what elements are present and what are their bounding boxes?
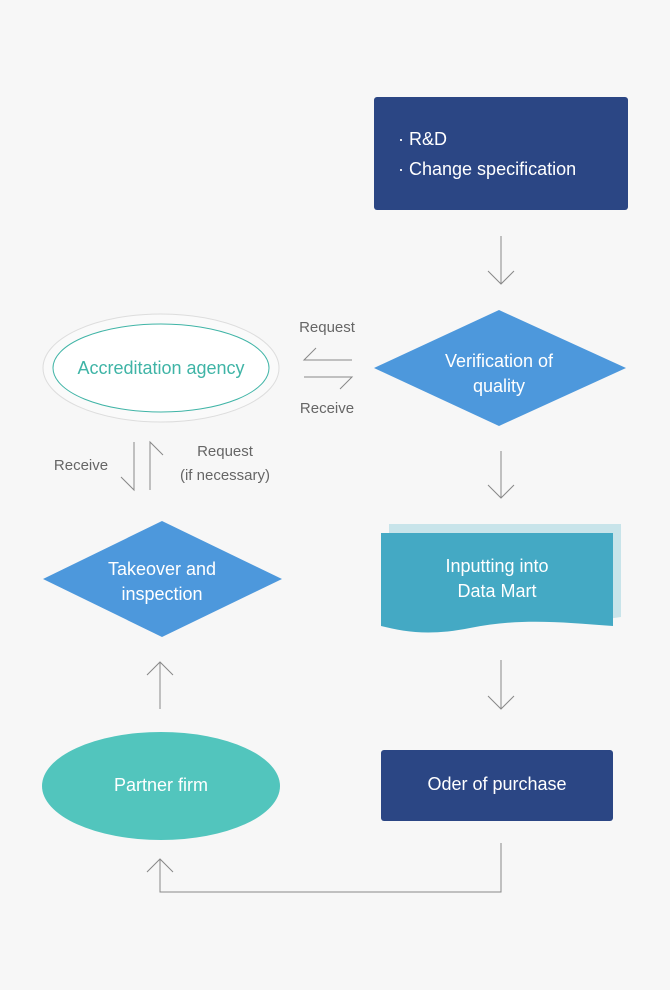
order-label: Oder of purchase bbox=[427, 774, 567, 794]
verification-line-1: Verification of bbox=[444, 351, 554, 371]
change-spec-item: Change specification bbox=[398, 154, 576, 184]
verification-label: Verification of quality bbox=[404, 349, 594, 399]
arrow-down-2 bbox=[487, 451, 515, 499]
takeover-line-2: inspection bbox=[121, 584, 203, 604]
request-left-line-1: Request bbox=[197, 443, 253, 460]
accreditation-label: Accreditation agency bbox=[77, 358, 245, 378]
arrow-receive-right bbox=[304, 376, 354, 390]
arrow-return-path bbox=[146, 843, 502, 893]
receive-top-label: Receive bbox=[299, 400, 355, 417]
arrow-request-left bbox=[302, 347, 352, 361]
request-left-line-2: (if necessary) bbox=[179, 467, 271, 484]
data-mart-line-2: Data Mart bbox=[457, 581, 537, 601]
arrow-up-partner bbox=[146, 661, 174, 709]
verification-diamond-shape bbox=[374, 310, 626, 426]
accreditation-inner-ellipse bbox=[52, 323, 270, 413]
order-box-shape bbox=[381, 750, 613, 821]
receive-left-label: Receive bbox=[53, 457, 109, 474]
arrow-down-1 bbox=[487, 236, 515, 285]
verification-line-2: quality bbox=[472, 376, 526, 396]
rd-item: R&D bbox=[398, 124, 576, 154]
partner-label: Partner firm bbox=[113, 775, 209, 795]
arrow-request-up bbox=[149, 440, 164, 490]
takeover-diamond-shape bbox=[43, 521, 282, 637]
takeover-label: Takeover and inspection bbox=[67, 557, 257, 607]
data-mart-shape bbox=[381, 533, 613, 633]
takeover-line-1: Takeover and bbox=[107, 559, 217, 579]
request-left-label: Request (if necessary) bbox=[165, 440, 285, 488]
partner-ellipse-shape bbox=[42, 732, 280, 840]
data-mart-line-1: Inputting into bbox=[445, 556, 549, 576]
data-mart-label: Inputting into Data Mart bbox=[381, 554, 613, 604]
arrow-down-3 bbox=[487, 660, 515, 710]
request-top-label: Request bbox=[299, 319, 355, 336]
arrow-receive-down bbox=[120, 442, 135, 492]
rd-box-list: R&D Change specification bbox=[398, 124, 576, 184]
